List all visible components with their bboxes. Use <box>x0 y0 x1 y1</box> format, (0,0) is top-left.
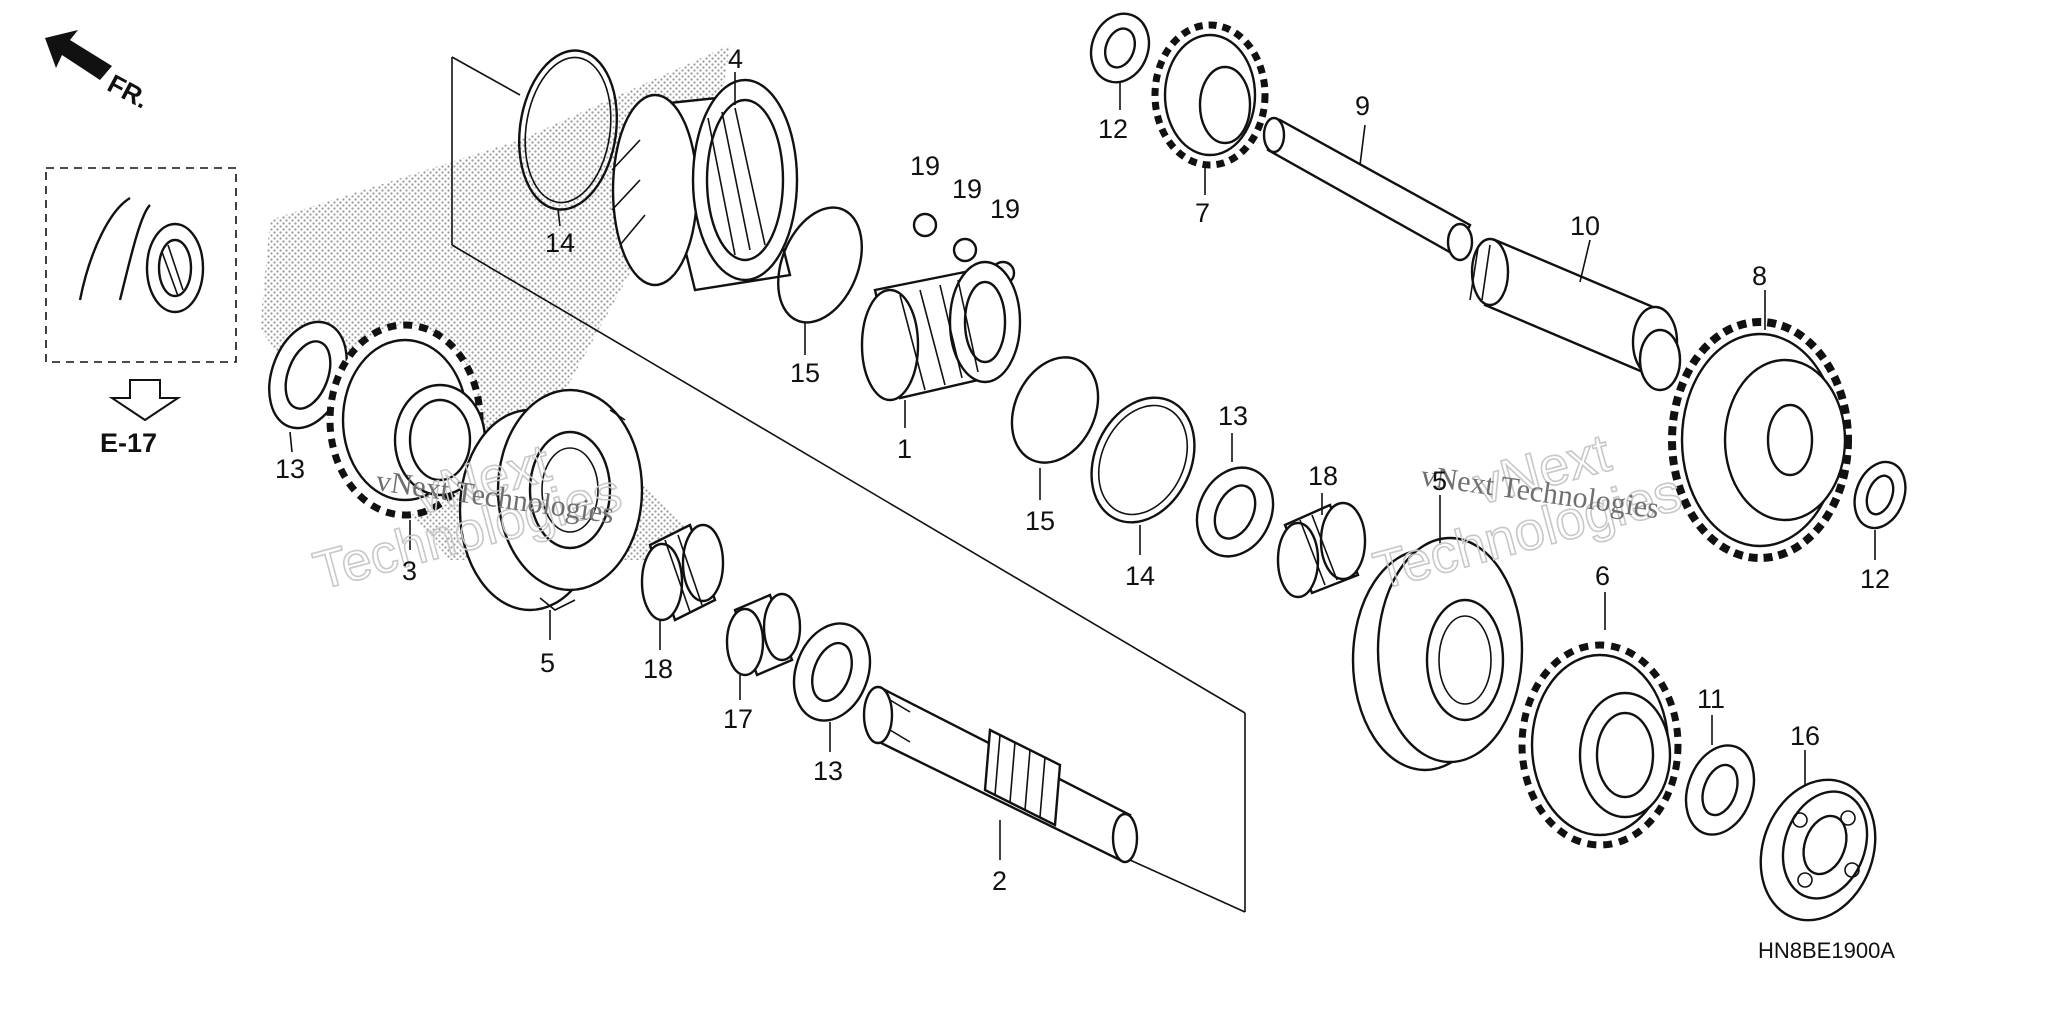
part-14-snap-ring-top <box>517 49 619 211</box>
callout-10: 10 <box>1570 211 1600 241</box>
callout-4: 4 <box>728 44 743 74</box>
assembly-outline <box>451 56 1246 913</box>
part-3-gear <box>326 321 487 519</box>
part-5-clutch-hub-left <box>458 388 644 612</box>
callout-14-middle: 14 <box>1125 561 1155 591</box>
callout-1: 1 <box>897 434 912 464</box>
drawing-code: HN8BE1900A <box>1758 938 1895 963</box>
callout-18-left: 18 <box>643 654 673 684</box>
part-17-needle-bearing <box>725 592 802 677</box>
reference-label: E-17 <box>100 428 157 458</box>
callout-7: 7 <box>1195 198 1210 228</box>
part-13-thrust-washer-lower <box>792 622 872 722</box>
part-12-washer-right <box>1853 460 1907 530</box>
callout-3: 3 <box>402 556 417 586</box>
part-4-clutch-housing <box>611 78 799 292</box>
part-10-shaft-sleeve <box>1469 237 1682 392</box>
callout-6: 6 <box>1595 561 1610 591</box>
callout-19-b: 19 <box>952 174 982 204</box>
callout-12-right: 12 <box>1860 564 1890 594</box>
part-6-gear <box>1518 641 1682 849</box>
callout-19-c: 19 <box>990 194 1020 224</box>
callout-16: 16 <box>1790 721 1820 751</box>
callout-2: 2 <box>992 866 1007 896</box>
callout-13-left: 13 <box>275 454 305 484</box>
callout-14-top: 14 <box>545 228 575 258</box>
callout-8: 8 <box>1752 261 1767 291</box>
part-14-snap-ring-middle <box>1090 396 1196 524</box>
callout-13-lower: 13 <box>813 756 843 786</box>
front-direction-arrow-icon <box>45 30 112 80</box>
part-7-gear <box>1151 21 1269 169</box>
part-5-clutch-hub-right <box>1351 536 1524 772</box>
part-8-large-gear <box>1668 318 1852 562</box>
part-12-washer-top <box>1089 12 1151 84</box>
callout-5-left: 5 <box>540 648 555 678</box>
callout-5-right: 5 <box>1432 466 1447 496</box>
callout-18-right: 18 <box>1308 461 1338 491</box>
callout-labels: 4 14 15 19 19 19 1 15 14 13 18 12 7 9 10… <box>275 44 1890 896</box>
part-1-spline-collar <box>860 260 1022 402</box>
part-18-needle-bearing-left <box>640 523 725 622</box>
front-direction-label: FR. <box>103 68 154 114</box>
callout-9: 9 <box>1355 91 1370 121</box>
part-15-circlip-a <box>777 206 863 324</box>
callout-12-top: 12 <box>1098 114 1128 144</box>
down-arrow-icon <box>108 379 182 422</box>
leader-lines <box>289 72 1876 860</box>
part-18-needle-bearing-right <box>1276 501 1367 599</box>
callout-11: 11 <box>1697 684 1725 714</box>
callout-13-middle: 13 <box>1218 401 1248 431</box>
part-2-mainshaft <box>862 685 1139 864</box>
part-11-washer <box>1684 744 1756 836</box>
part-15-circlip-b <box>1010 356 1100 464</box>
callout-15-b: 15 <box>1025 506 1055 536</box>
part-9-countershaft <box>1262 116 1474 262</box>
part-16-ball-bearing <box>1759 778 1877 922</box>
part-13-thrust-washer-left <box>268 320 348 430</box>
reference-inset-box <box>45 167 237 363</box>
callout-19-a: 19 <box>910 151 940 181</box>
callout-17: 17 <box>723 704 753 734</box>
part-13-thrust-washer-middle <box>1195 466 1275 558</box>
callout-15-a: 15 <box>790 358 820 388</box>
